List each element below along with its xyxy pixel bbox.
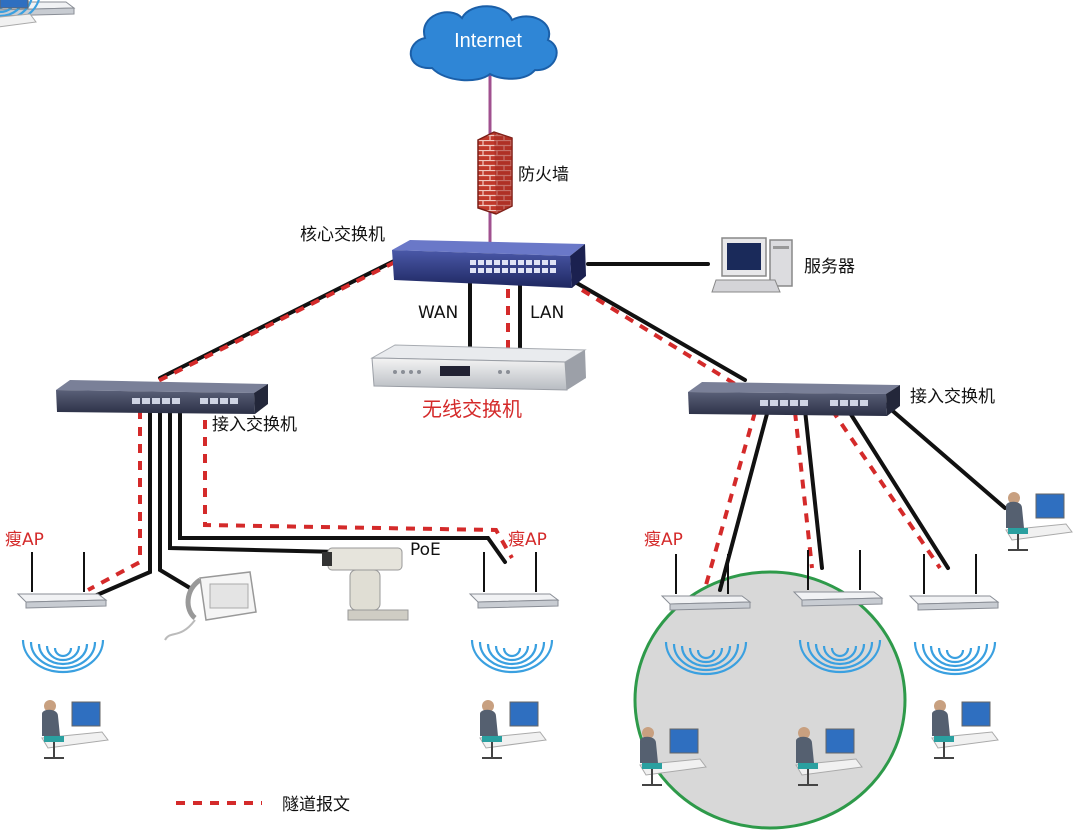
user-6 xyxy=(1005,491,1073,551)
server-icon xyxy=(711,237,793,293)
legend: 隧道报文 xyxy=(176,795,350,815)
thin-ap-right-label: 瘦AP xyxy=(644,530,683,550)
ip-camera-icon xyxy=(322,547,409,621)
lan-label: LAN xyxy=(530,303,564,323)
internet-label: Internet xyxy=(454,30,522,52)
tunnel-paths xyxy=(87,260,942,592)
access-point-5 xyxy=(909,553,999,611)
physical-links xyxy=(88,256,1007,600)
access-point-2 xyxy=(469,551,559,609)
firewall-label: 防火墙 xyxy=(518,165,569,185)
access-switch-right-icon xyxy=(688,382,900,416)
user-workstation-icon xyxy=(0,0,37,28)
roaming-coverage-area xyxy=(633,570,907,830)
access-switch-left-label: 接入交换机 xyxy=(212,415,297,435)
access-switch-left-icon xyxy=(56,380,268,414)
wireless-switch-label: 无线交换机 xyxy=(422,397,522,421)
firewall-icon xyxy=(477,131,513,215)
user-5 xyxy=(931,699,999,759)
user-2 xyxy=(479,699,547,759)
wifi-signal-1 xyxy=(21,638,105,674)
core-switch-label: 核心交换机 xyxy=(300,225,385,245)
access-switch-right-label: 接入交换机 xyxy=(910,387,995,407)
wifi-signal-2 xyxy=(470,638,554,674)
wifi-signal-5 xyxy=(913,640,997,676)
core-switch-icon xyxy=(392,240,586,288)
user-1 xyxy=(41,699,109,759)
thin-ap-mid-label: 瘦AP xyxy=(508,530,547,550)
access-point-4 xyxy=(793,549,883,607)
access-point-1 xyxy=(17,551,107,609)
wireless-controller-icon xyxy=(370,344,587,391)
legend-tunnel-label: 隧道报文 xyxy=(282,795,350,815)
wan-label: WAN xyxy=(418,303,458,323)
telephone-icon xyxy=(164,571,257,641)
poe-label: PoE xyxy=(410,540,441,560)
server-label: 服务器 xyxy=(804,257,855,277)
thin-ap-left-label: 瘦AP xyxy=(5,530,44,550)
cloud-icon: Internet xyxy=(409,5,558,82)
